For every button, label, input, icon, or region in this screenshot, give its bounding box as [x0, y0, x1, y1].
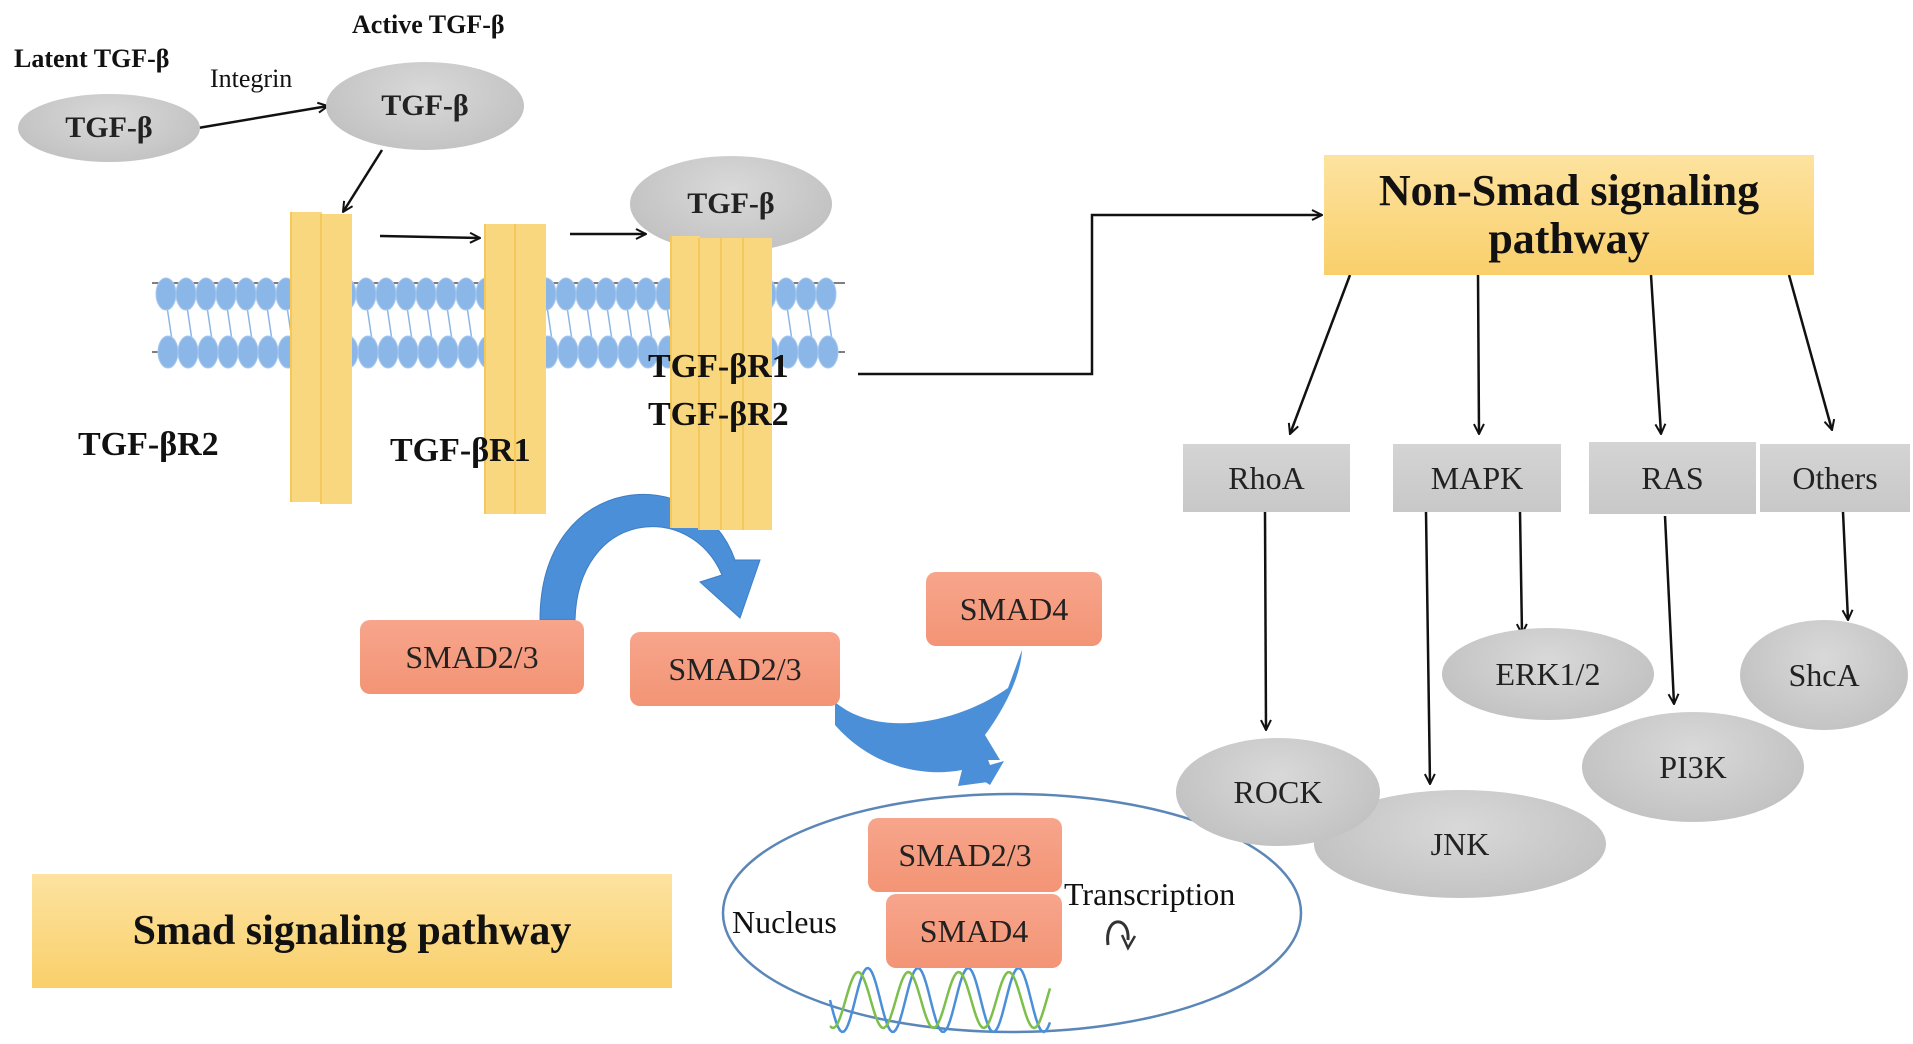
tgf-beta-r1-label: TGF-βR1	[390, 432, 531, 469]
non-smad-title-line2: pathway	[1488, 214, 1650, 263]
non-smad-connector	[858, 215, 1322, 376]
complex-r1-label: TGF-βR1	[648, 348, 789, 385]
lipid-head	[815, 277, 837, 311]
branch-arrow-rhoa	[1290, 274, 1352, 434]
smad23-cytoplasm: SMAD2/3	[360, 620, 584, 694]
node-rhoa: RhoA	[1183, 444, 1350, 512]
branch-arrow-others	[1787, 274, 1832, 430]
receptor-complex-segment-2	[698, 238, 722, 530]
lipid-head	[395, 277, 417, 311]
tgf-beta-r2-receptor	[290, 212, 322, 502]
lipid-head	[595, 277, 617, 311]
integrin-label: Integrin	[210, 64, 293, 93]
lipid-head	[197, 335, 219, 369]
smad23-phosphorylated: SMAD2/3	[630, 632, 840, 706]
lipid-head	[597, 335, 619, 369]
latent-tgf-beta-oval: TGF-β	[18, 94, 200, 162]
bound-tgf-beta-oval: TGF-β	[630, 156, 832, 252]
arrow-mapk-jnk	[1426, 511, 1430, 784]
lipid-head	[577, 335, 599, 369]
node-shca: ShcA	[1740, 620, 1908, 730]
lipid-head	[215, 277, 237, 311]
node-erk12: ERK1/2	[1442, 628, 1654, 720]
non-smad-pathway-title: Non-Smad signaling pathway	[1324, 155, 1814, 275]
node-others: Others	[1760, 444, 1910, 512]
lipid-head	[557, 335, 579, 369]
arrow-rhoa-rock	[1265, 511, 1266, 730]
lipid-head	[775, 277, 797, 311]
branch-arrow-mapk	[1478, 274, 1479, 434]
lipid-head	[175, 277, 197, 311]
lipid-head	[375, 277, 397, 311]
transcription-label: Transcription	[1064, 876, 1236, 912]
lipid-head	[415, 277, 437, 311]
lipid-head	[177, 335, 199, 369]
lipid-head	[795, 277, 817, 311]
lipid-head	[255, 277, 277, 311]
lipid-head	[355, 277, 377, 311]
lipid-head	[455, 277, 477, 311]
lipid-head	[237, 335, 259, 369]
lipid-head	[555, 277, 577, 311]
active-tgf-beta-label: Active TGF-β	[352, 10, 505, 39]
branch-arrow-ras	[1649, 274, 1661, 434]
tgf-beta-r1-receptor	[484, 224, 516, 514]
nuclear-import-arrow	[960, 738, 1004, 785]
complex-r2-label: TGF-βR2	[648, 396, 789, 433]
recruit-arrow-1	[379, 236, 480, 238]
lipid-head	[157, 335, 179, 369]
lipid-head	[437, 335, 459, 369]
nucleus	[721, 792, 1303, 1034]
lipid-head	[155, 277, 177, 311]
nucleus-smad4: SMAD4	[886, 894, 1062, 968]
lipid-head	[635, 277, 657, 311]
lipid-head	[235, 277, 257, 311]
lipid-head	[797, 335, 819, 369]
smad-pathway-title: Smad signaling pathway	[32, 874, 672, 988]
node-ras: RAS	[1589, 442, 1756, 514]
node-mapk: MAPK	[1393, 444, 1561, 512]
dna-strand-green	[829, 970, 1052, 1030]
receptor-complex-segment-1	[670, 236, 700, 528]
lipid-head	[417, 335, 439, 369]
tgf-beta-r2-label: TGF-βR2	[78, 426, 219, 463]
lipid-head	[357, 335, 379, 369]
lipid-head	[615, 277, 637, 311]
latent-tgf-beta-label: Latent TGF-β	[14, 44, 170, 73]
nucleus-label: Nucleus	[732, 904, 837, 940]
lipid-head	[457, 335, 479, 369]
tgf-beta-r2-receptor-segment	[320, 214, 352, 504]
lipid-head	[217, 335, 239, 369]
binding-arrow	[343, 149, 384, 212]
lipid-head	[397, 335, 419, 369]
tgf-beta-r1-receptor-segment	[514, 224, 546, 514]
non-smad-title-line1: Non-Smad signaling	[1378, 165, 1760, 215]
arrow-mapk-erk	[1520, 511, 1522, 634]
lipid-head	[195, 277, 217, 311]
transcription-arrowhead-icon	[1120, 934, 1137, 951]
lipid-head	[575, 277, 597, 311]
active-tgf-beta-oval: TGF-β	[326, 62, 524, 150]
lipid-head	[817, 335, 839, 369]
lipid-head	[377, 335, 399, 369]
arrow-ras-pi3k	[1663, 515, 1674, 704]
lipid-head	[435, 277, 457, 311]
activation-arrow	[197, 106, 328, 130]
lipid-head	[257, 335, 279, 369]
nucleus-smad23: SMAD2/3	[868, 818, 1062, 892]
arrow-others-shca	[1843, 511, 1848, 620]
receptor-complex-segment-3	[720, 238, 744, 530]
node-rock: ROCK	[1176, 738, 1380, 846]
node-pi3k: PI3K	[1582, 712, 1804, 822]
receptor-complex-segment-4	[742, 238, 772, 530]
lipid-head	[617, 335, 639, 369]
smad4-cytoplasm: SMAD4	[926, 572, 1102, 646]
transcription-icon	[1106, 920, 1130, 946]
